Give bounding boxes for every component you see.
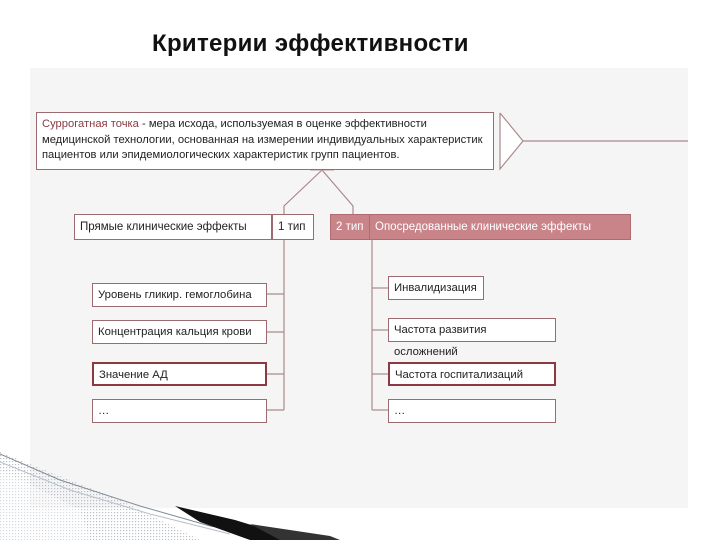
indirect-effects-type: 2 тип — [330, 214, 370, 240]
direct-item-calcium: Концентрация кальция крови — [92, 320, 267, 344]
direct-item-hba1c: Уровень гликир. гемоглобина — [92, 283, 267, 307]
page-title: Критерии эффективности — [152, 30, 469, 57]
decorative-corner-lines — [0, 452, 340, 540]
indirect-effects-header: Опосредованные клинические эффекты — [369, 214, 631, 240]
surrogate-definition-box: Суррогатная точка - мера исхода, использ… — [36, 112, 494, 170]
definition-term: Суррогатная точка — [42, 118, 139, 130]
definition-text: - мера исхода, используемая в оценке эфф… — [42, 118, 483, 161]
indirect-item-complications: Частота развития осложнений — [388, 318, 556, 358]
indirect-item-hospitalization: Частота госпитализаций — [388, 362, 556, 386]
indirect-item-disability: Инвалидизация — [388, 276, 484, 300]
direct-item-blood-pressure: Значение АД — [92, 362, 267, 386]
indirect-item-more: … — [388, 399, 556, 423]
direct-effects-header: Прямые клинические эффекты — [74, 214, 272, 240]
direct-item-more: … — [92, 399, 267, 423]
direct-effects-type: 1 тип — [272, 214, 314, 240]
